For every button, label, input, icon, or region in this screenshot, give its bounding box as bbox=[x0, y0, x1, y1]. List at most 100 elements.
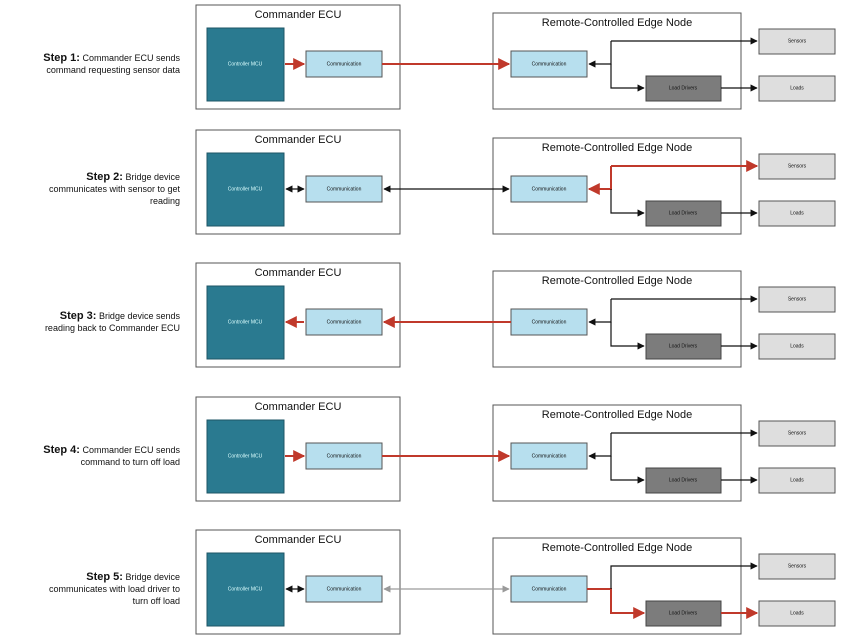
sensors-label: Sensors bbox=[788, 563, 807, 569]
step-text-line: communicates with load driver to bbox=[48, 584, 180, 594]
edge-node-title: Remote-Controlled Edge Node bbox=[542, 409, 692, 421]
loads-label: Loads bbox=[790, 477, 804, 483]
commander-ecu-title: Commander ECU bbox=[255, 267, 342, 279]
loads-block bbox=[758, 200, 836, 227]
sensors-label: Sensors bbox=[788, 430, 807, 436]
step-text-line: Bridge device bbox=[125, 572, 180, 582]
step-4-description: Step 4: Commander ECU sends command to tu… bbox=[0, 444, 180, 468]
step-number: Step 1: bbox=[43, 52, 80, 64]
ecu-communication-block bbox=[305, 50, 383, 78]
load-drivers-block bbox=[645, 333, 722, 360]
node-communication-label: Communication bbox=[532, 453, 567, 459]
node-communication-block bbox=[510, 575, 588, 603]
edge-node-title: Remote-Controlled Edge Node bbox=[542, 275, 692, 287]
controller-mcu-block bbox=[206, 285, 285, 360]
node-communication-block bbox=[510, 442, 588, 470]
step-number: Step 3: bbox=[59, 310, 97, 322]
step-text-line: Bridge device bbox=[125, 172, 180, 182]
sensors-label: Sensors bbox=[788, 38, 807, 44]
driver-link bbox=[610, 189, 645, 217]
load-drivers-block bbox=[645, 75, 722, 102]
commander-ecu-title: Commander ECU bbox=[255, 9, 342, 21]
sensors-block bbox=[758, 553, 836, 580]
driver-link bbox=[587, 588, 646, 619]
step-text-line: Commander ECU sends bbox=[82, 53, 180, 63]
controller-mcu-block bbox=[206, 552, 285, 627]
edge-node-title: Remote-Controlled Edge Node bbox=[542, 17, 692, 29]
sensors-label: Sensors bbox=[788, 296, 807, 302]
load-drivers-block bbox=[645, 467, 722, 494]
ecu-communication-block bbox=[305, 442, 383, 470]
sensors-label: Sensors bbox=[788, 163, 807, 169]
driver-link bbox=[610, 456, 645, 484]
controller-mcu-label: Controller MCU bbox=[228, 453, 263, 459]
commander-ecu-title: Commander ECU bbox=[255, 534, 342, 546]
ecu-communication-block bbox=[305, 175, 383, 203]
loads-label: Loads bbox=[790, 343, 804, 349]
controller-mcu-label: Controller MCU bbox=[228, 186, 263, 192]
ecu-communication-label: Communication bbox=[327, 186, 362, 192]
loads-block bbox=[758, 75, 836, 102]
load-drivers-label: Load Drivers bbox=[669, 477, 698, 483]
step-5-description: Step 5: Bridge device communicates with l… bbox=[0, 571, 180, 607]
node-communication-label: Communication bbox=[532, 319, 567, 325]
step-text-line: reading bbox=[149, 196, 180, 206]
load-drivers-label: Load Drivers bbox=[669, 610, 698, 616]
load-drivers-label: Load Drivers bbox=[669, 210, 698, 216]
node-communication-block bbox=[510, 175, 588, 203]
commander-ecu-title: Commander ECU bbox=[255, 134, 342, 146]
loads-label: Loads bbox=[790, 610, 804, 616]
step-1-description: Step 1: Commander ECU sends command reque… bbox=[0, 52, 180, 76]
step-3-description: Step 3: Bridge device sends reading back … bbox=[0, 310, 180, 334]
driver-link bbox=[610, 64, 645, 92]
controller-mcu-block bbox=[206, 27, 285, 102]
loads-block bbox=[758, 467, 836, 494]
loads-label: Loads bbox=[790, 210, 804, 216]
sensors-block bbox=[758, 420, 836, 447]
load-drivers-label: Load Drivers bbox=[669, 85, 698, 91]
controller-mcu-label: Controller MCU bbox=[228, 61, 263, 67]
commander-ecu-title: Commander ECU bbox=[255, 401, 342, 413]
load-drivers-label: Load Drivers bbox=[669, 343, 698, 349]
ecu-communication-label: Communication bbox=[327, 319, 362, 325]
ecu-communication-label: Communication bbox=[327, 61, 362, 67]
controller-mcu-label: Controller MCU bbox=[228, 586, 263, 592]
controller-mcu-label: Controller MCU bbox=[228, 319, 263, 325]
load-drivers-block bbox=[645, 200, 722, 227]
step-number: Step 4: bbox=[43, 444, 80, 456]
sensors-block bbox=[758, 28, 836, 55]
ecu-communication-label: Communication bbox=[327, 586, 362, 592]
node-communication-label: Communication bbox=[532, 586, 567, 592]
step-text-line: communicates with sensor to get bbox=[48, 184, 180, 194]
driver-link bbox=[610, 322, 645, 350]
step-2-group: Commander ECU Controller MCU Communication… bbox=[195, 129, 836, 235]
step-2-description: Step 2: Bridge device communicates with s… bbox=[0, 171, 180, 207]
ecu-communication-block bbox=[305, 575, 383, 603]
controller-mcu-block bbox=[206, 419, 285, 494]
step-text-line: command to turn off load bbox=[80, 457, 180, 467]
node-communication-block bbox=[510, 50, 588, 78]
step-text-line: command requesting sensor data bbox=[46, 65, 180, 75]
step-text-line: Bridge device sends bbox=[98, 311, 180, 321]
controller-mcu-block bbox=[206, 152, 285, 227]
step-number: Step 2: bbox=[86, 171, 123, 183]
ecu-communication-block bbox=[305, 308, 383, 336]
node-communication-label: Communication bbox=[532, 61, 567, 67]
sensors-block bbox=[758, 286, 836, 313]
loads-block bbox=[758, 333, 836, 360]
step-number: Step 5: bbox=[86, 571, 123, 583]
step-text-line: turn off load bbox=[132, 596, 180, 606]
sensors-block bbox=[758, 153, 836, 180]
step-3-group: Commander ECU Controller MCU Communication… bbox=[195, 262, 836, 368]
step-5-group: Commander ECU Controller MCU Communication… bbox=[195, 529, 836, 635]
sensors-link bbox=[610, 562, 758, 589]
loads-block bbox=[758, 600, 836, 627]
step-text-line: Commander ECU sends bbox=[82, 445, 180, 455]
ecu-communication-label: Communication bbox=[327, 453, 362, 459]
edge-node-title: Remote-Controlled Edge Node bbox=[542, 142, 692, 154]
step-1-group: Commander ECU Controller MCU Communication… bbox=[195, 4, 836, 110]
loads-label: Loads bbox=[790, 85, 804, 91]
node-communication-label: Communication bbox=[532, 186, 567, 192]
step-text-line: reading back to Commander ECU bbox=[44, 323, 180, 333]
